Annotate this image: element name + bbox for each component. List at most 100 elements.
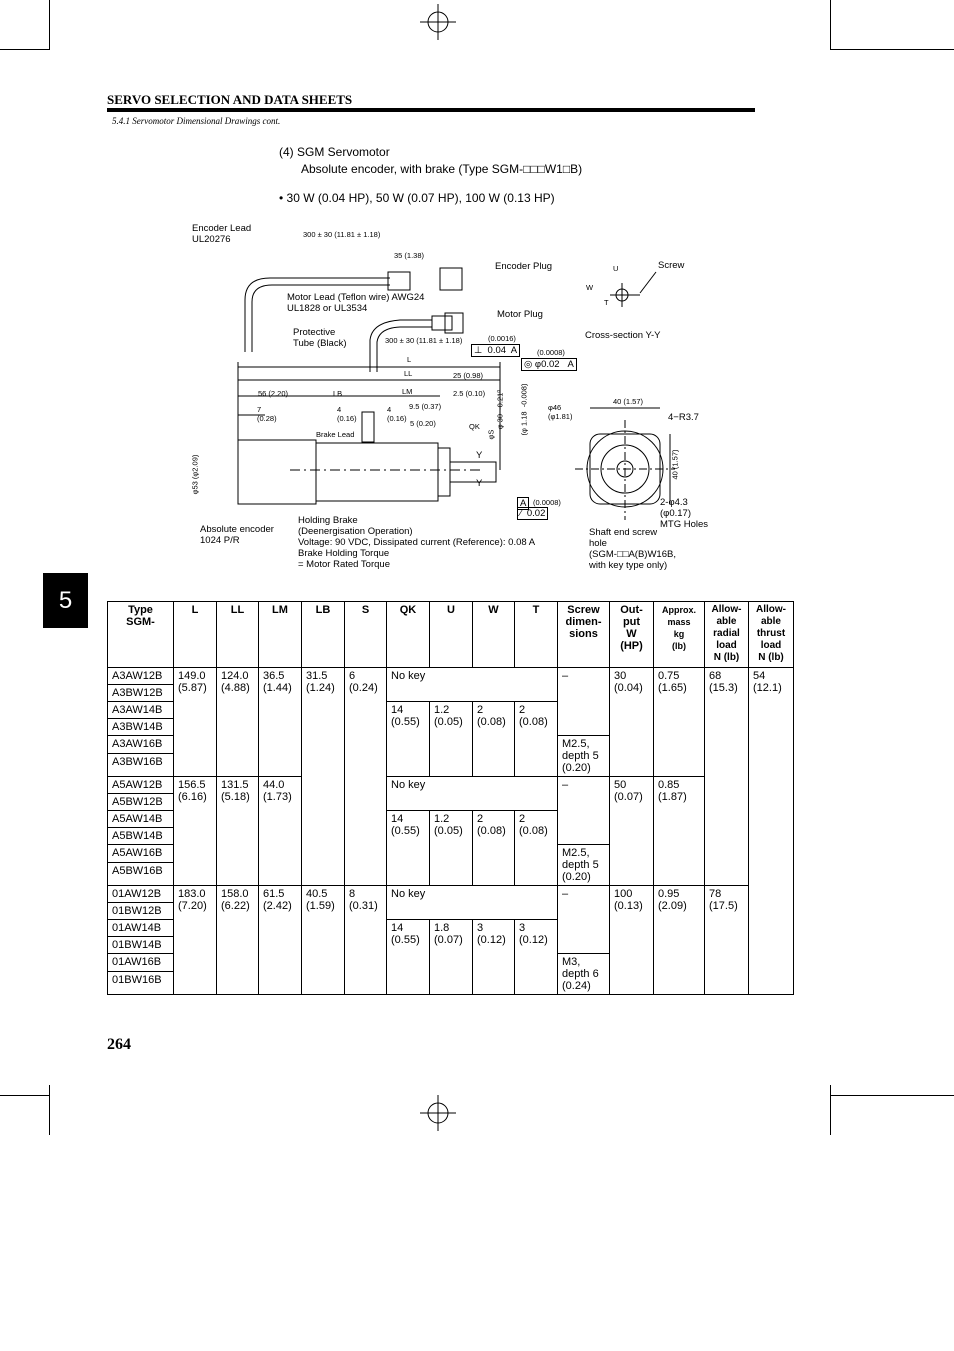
table-row: A5BW12B	[107, 793, 794, 811]
screw-label: Screw	[658, 260, 685, 271]
dim-35: 35 (1.38)	[394, 251, 425, 260]
cell-l: 156.5 (6.16)	[173, 776, 217, 886]
table-row: 01AW14B 14 (0.55) 1.8 (0.07) 3 (0.12) 3 …	[107, 919, 794, 995]
tube-label: Protective Tube (Black)	[293, 327, 347, 349]
table-row: A5BW16B	[107, 862, 794, 886]
table-row: 01BW16B	[107, 971, 794, 995]
table-row: 01AW12B 183.0 (7.20) 158.0 (6.22) 61.5 (…	[107, 885, 794, 995]
tolerance-2-box: ◎ φ0.02 A	[521, 358, 577, 371]
crop-mark	[0, 1095, 50, 1096]
header-rule	[107, 108, 755, 112]
dim-phi118: (φ 1.18 -0.008)	[519, 383, 529, 436]
dim-phi30: φ 30 -0.21⁰	[495, 389, 505, 430]
type-cell: A5AW16B	[107, 844, 174, 863]
page-number: 264	[107, 1036, 131, 1053]
cross-section-label: Cross-section Y-Y	[585, 330, 661, 341]
cell-lb: 31.5 (1.24)	[301, 667, 345, 886]
cell-no-key: No key	[386, 776, 558, 811]
lead-length-dim: 300 ± 30 (11.81 ± 1.18)	[303, 230, 381, 239]
section-mark-y2: Y	[476, 478, 483, 489]
table-row: 01AW16B M3, depth 6 (0.24)	[107, 953, 794, 995]
mounting-holes-label: 2-φ4.3 (φ0.17) MTG Holes	[660, 497, 709, 530]
type-cell: A5AW12B	[107, 776, 174, 794]
cell-lb: 40.5 (1.59)	[301, 885, 345, 995]
dim-7: 7 (0.28)	[257, 405, 277, 423]
encoder-lead-label: Encoder Lead UL20276	[192, 223, 252, 245]
col-header-qk: QK	[386, 601, 430, 668]
type-cell: 01BW16B	[107, 971, 174, 995]
section-title: (4) SGM Servomotor	[279, 145, 390, 159]
tolerance-3: (0.0008)	[533, 498, 561, 507]
cell-screw: M2.5, depth 5 (0.20)	[557, 735, 610, 777]
cell-w: 2 (0.08)	[472, 810, 515, 886]
cell-thrust: 54 (12.1)	[748, 667, 794, 995]
dim-40a: 40 (1.57)	[613, 397, 644, 406]
cell-mass: 0.75 (1.65)	[653, 667, 705, 777]
cell-no-key: No key	[386, 885, 558, 920]
dim-4a: 4 (0.16)	[337, 405, 357, 423]
type-cell: 01BW14B	[107, 936, 174, 954]
cell-no-key: No key	[386, 667, 558, 702]
dim-2-5: 2.5 (0.10)	[453, 389, 486, 398]
col-header-radial: Allow- able radial load N (lb)	[704, 601, 749, 668]
shaft-screw-label: Shaft end screw hole (SGM-□□A(B)W16B, wi…	[589, 527, 676, 571]
tolerance-3-box: ∕ 0.02	[517, 507, 549, 520]
dim-5: 5 (0.20)	[410, 419, 436, 428]
type-cell: A3AW14B	[107, 701, 174, 719]
type-cell: A3AW16B	[107, 735, 174, 754]
col-header-ll: LL	[216, 601, 259, 668]
cell-l: 183.0 (7.20)	[173, 885, 217, 995]
cell-radial: 78 (17.5)	[704, 885, 749, 995]
cell-w: 2 (0.08)	[472, 701, 515, 777]
col-header-thrust: Allow- able thrust load N (lb)	[748, 601, 794, 668]
table-row: A3AW14B 14 (0.55) 1.2 (0.05) 2 (0.08) 2 …	[107, 701, 794, 777]
type-cell: 01AW14B	[107, 919, 174, 937]
table-header-row: Type SGM- L LL LM LB S QK U W T Screw di…	[107, 601, 794, 668]
col-header-t: T	[514, 601, 558, 668]
type-cell: 01AW12B	[107, 885, 174, 903]
tolerance-1-box: ⊥ 0.04 A	[471, 344, 521, 357]
crop-mark	[830, 1085, 831, 1135]
type-cell: A3BW16B	[107, 753, 174, 777]
crop-mark	[830, 1095, 954, 1096]
cell-t: 3 (0.12)	[514, 919, 558, 995]
cell-screw-none: –	[557, 776, 610, 845]
cell-t: 2 (0.08)	[514, 701, 558, 777]
cell-qk: 14 (0.55)	[386, 919, 430, 995]
dim-LL: LL	[404, 369, 413, 378]
type-cell: A5BW12B	[107, 793, 174, 811]
cell-mass: 0.85 (1.87)	[653, 776, 705, 886]
col-header-u: U	[429, 601, 473, 668]
cell-ll: 124.0 (4.88)	[216, 667, 259, 777]
tolerance-2: (0.0008)	[537, 348, 565, 357]
col-header-l: L	[173, 601, 217, 668]
holding-brake-label: Holding Brake (Deenergisation Operation)…	[298, 515, 536, 570]
cell-output: 100 (0.13)	[609, 885, 654, 995]
dim-56: 56 (2.20)	[258, 389, 289, 398]
dim-phi46: φ46 (φ1.81)	[548, 403, 573, 421]
chapter-tab: 5	[43, 573, 88, 628]
encoder-plug-label: Encoder Plug	[495, 261, 553, 272]
crop-mark	[49, 0, 50, 50]
cell-ll: 158.0 (6.22)	[216, 885, 259, 995]
section-subtitle: Absolute encoder, with brake (Type SGM-□…	[301, 162, 583, 176]
cell-u: 1.2 (0.05)	[429, 701, 473, 777]
datum-a: A	[517, 497, 530, 510]
col-header-screw: Screw dimen- sions	[557, 601, 610, 668]
dim-QK: QK	[469, 422, 480, 431]
type-cell: A3AW12B	[107, 667, 174, 685]
cell-screw-none: –	[557, 667, 610, 736]
dim-r37: 4−R3.7	[668, 412, 699, 423]
cell-output: 30 (0.04)	[609, 667, 654, 777]
cell-u: 1.8 (0.07)	[429, 919, 473, 995]
motor-plug-label: Motor Plug	[497, 309, 543, 320]
cell-qk: 14 (0.55)	[386, 701, 430, 777]
dim-LM: LM	[402, 387, 413, 396]
type-cell: 01AW16B	[107, 953, 174, 972]
running-subheader: 5.4.1 Servomotor Dimensional Drawings co…	[112, 116, 281, 126]
dim-L: L	[407, 355, 412, 364]
table-row: A3AW12B 149.0 (5.87) 124.0 (4.88) 36.5 (…	[107, 667, 794, 995]
tolerance-1: (0.0016)	[488, 334, 516, 343]
dim-U: U	[613, 264, 619, 273]
